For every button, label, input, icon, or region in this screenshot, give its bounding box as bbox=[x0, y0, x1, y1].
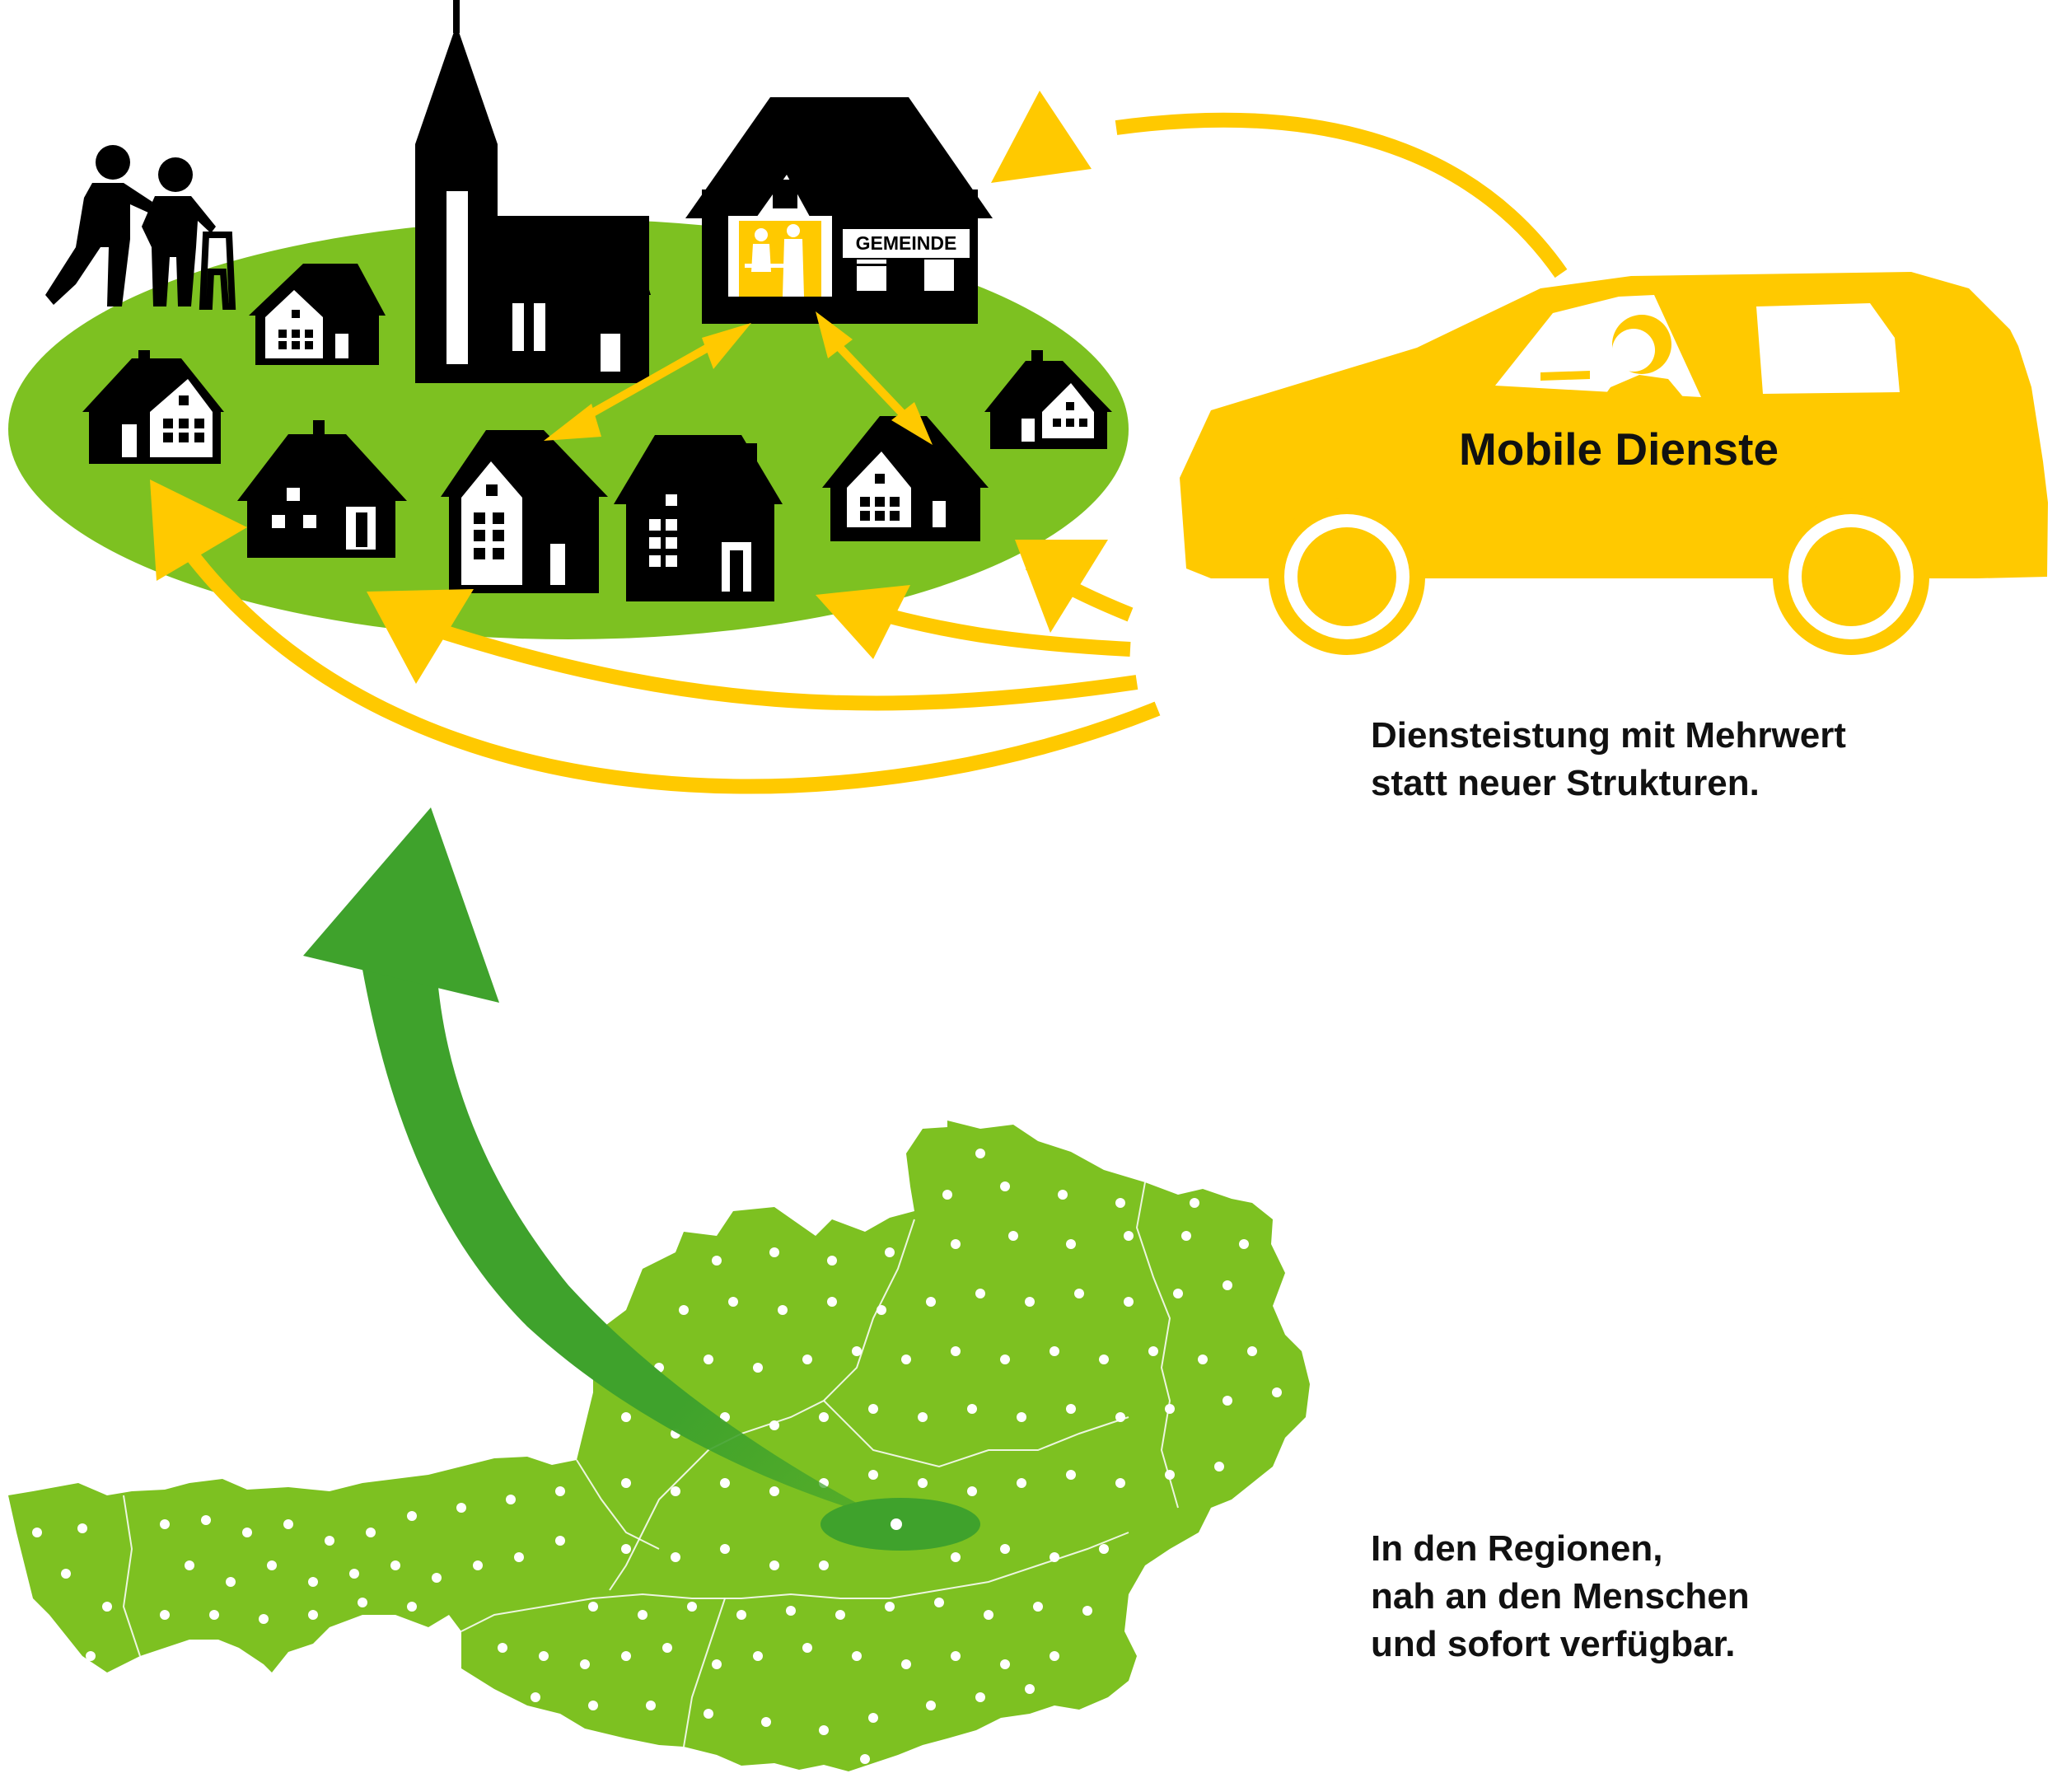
caption-service-line-2: statt neuer Strukturen. bbox=[1371, 763, 1760, 803]
house-icon bbox=[614, 435, 783, 601]
austria-map bbox=[8, 1121, 1310, 1771]
caption-regions-line-2: nah an den Menschen bbox=[1371, 1576, 1750, 1617]
caption-service-line-1: Diensteistung mit Mehrwert bbox=[1371, 715, 1846, 756]
caption-service: Diensteistung mit Mehrwert statt neuer S… bbox=[1371, 712, 1846, 807]
exchange-arrows bbox=[544, 311, 933, 445]
caption-regions-line-1: In den Regionen, bbox=[1371, 1528, 1663, 1569]
caption-regions: In den Regionen, nah an den Menschen und… bbox=[1371, 1525, 1750, 1668]
caption-regions-line-3: und sofort verfügbar. bbox=[1371, 1624, 1736, 1664]
house-icon bbox=[441, 430, 608, 593]
house-icon bbox=[822, 416, 989, 541]
church-icon bbox=[415, 0, 651, 383]
house-icon bbox=[249, 264, 386, 365]
car-label: Mobile Dienste bbox=[1459, 423, 1779, 475]
town-hall-icon: GEMEINDE bbox=[685, 97, 993, 324]
elderly-walker-icon bbox=[45, 145, 236, 310]
house-icon bbox=[82, 350, 224, 464]
house-icon bbox=[237, 420, 407, 558]
townhall-sign: GEMEINDE bbox=[856, 232, 957, 254]
service-arrow-heads bbox=[150, 91, 1108, 684]
green-arrow bbox=[303, 807, 890, 1520]
house-icon bbox=[984, 350, 1112, 449]
car-icon bbox=[1180, 272, 2048, 655]
